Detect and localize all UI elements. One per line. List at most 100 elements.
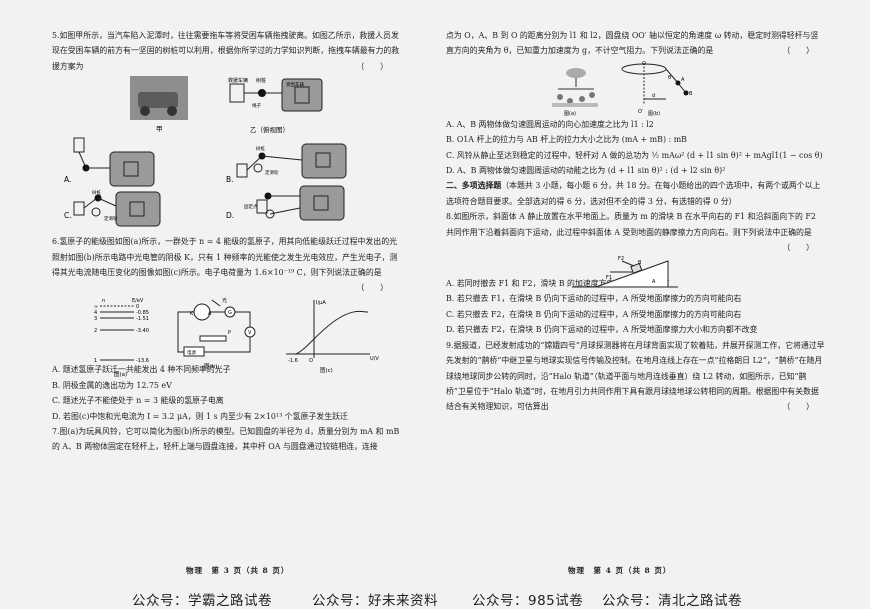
watermark-4: 公众号：清北之路试卷	[602, 593, 742, 609]
fig-c-xlabel: U/V	[370, 356, 379, 362]
label-stuck: 受困车辆	[286, 81, 304, 88]
wind-chime-illustration	[552, 67, 598, 107]
section-2-heading: 二、多项选择题（本题共 3 小题，每小题 6 分，共 18 分。在每小题给出的四…	[446, 178, 826, 209]
q9-stem: 9.据报道，已经发射成功的“嫦娥四号”月球探测器将在月球背面实现了软着陆，并展开…	[446, 338, 826, 415]
energy-levels: ∞04-0.853-1.512-3.401-13.6	[94, 304, 149, 364]
fig-jia-label: 甲	[156, 125, 163, 133]
q8-answer-paren: （ ）	[782, 243, 814, 253]
fig-b-label: 图(b)	[204, 362, 217, 370]
label-f1: F1	[606, 275, 612, 281]
label-rescue: 救援车辆	[228, 77, 248, 84]
q6-figure-svg: n E/eV ∞04-0.853-1.512-3.401-13.6 图(a) 光…	[94, 297, 379, 378]
energy-level-e: -0.85	[136, 310, 149, 316]
label-b: B	[689, 91, 693, 97]
q5-option-a: A.	[64, 175, 71, 184]
label-stump: 树桩	[256, 77, 266, 84]
q7-option-b: B. O1A 杆上的拉力与 AB 杆上的拉力大小之比为 (mA + mB) : …	[446, 135, 687, 145]
q8-figure: F2 B F1 A	[446, 240, 826, 288]
stuck-car-icon	[281, 78, 323, 112]
fig-c-stop-voltage: -1.6	[288, 358, 298, 364]
q5-answer-paren: （ ）	[356, 61, 388, 71]
q5-c-label-pulley: 定滑轮	[104, 215, 118, 222]
q5-b-label-pulley: 定滑轮	[265, 169, 279, 176]
q5-b-label-stump: 树桩	[256, 145, 265, 152]
energy-level-n: 3	[94, 316, 97, 322]
energy-level-n: 2	[94, 328, 97, 334]
q8-stem: 8.如图所示，斜面体 A 静止放置在水平地面上。质量为 m 的滑块 B 在水平向…	[446, 209, 826, 252]
q7-figure-svg: 图(a) O O′ d θ A B 图(b)	[552, 61, 693, 117]
galvanometer-icon	[224, 306, 236, 318]
q7-option-c: C. 风铃从静止至达到稳定的过程中，轻杆对 A 做的总功为 ½ mAω² (d …	[446, 150, 823, 160]
q8-option-b: B. 若只撤去 F1，在滑块 B 仍向下运动的过程中，A 所受地面摩擦力的方向可…	[446, 294, 742, 304]
energy-level-n: 1	[94, 358, 97, 364]
fig-7b-label: 图(b)	[648, 111, 660, 117]
label-incline-a: A	[652, 279, 656, 285]
q8-option-c: C. 若只撤去 F2，在滑块 B 仍向下运动的过程中，A 所受地面摩擦力的方向可…	[446, 309, 742, 319]
fig-yi-label: 乙（俯视图）	[250, 125, 289, 134]
energy-level-n: ∞	[94, 304, 98, 310]
label-block-b: B	[638, 260, 642, 266]
right-column: 点为 O，A、B 到 O 的距离分别为 l1 和 l2，圆盘绕 OO′ 轴以恒定…	[446, 28, 826, 415]
iu-curve	[295, 310, 369, 355]
q8-option-a: A. 若同时撤去 F1 和 F2，滑块 B 的加速度方向一定沿斜面向下	[446, 279, 670, 289]
watermark-2: 公众号：好未来资料	[312, 593, 438, 609]
axis-n: n	[102, 298, 105, 304]
fig-b-v: V	[248, 330, 252, 336]
rheostat-icon	[199, 335, 227, 342]
fig-b-source: 电源	[187, 349, 196, 356]
q7-stem: 7.图(a)为玩具风铃，它可以简化为图(b)所示的模型。已知圆盘的半径为 d，质…	[52, 427, 400, 452]
q8-figure-svg: F2 B F1 A	[572, 256, 678, 288]
fig-c-ylabel: I/μA	[316, 300, 326, 306]
q6-option-b: B. 阴极金属的逸出功为 12.75 eV	[52, 380, 172, 390]
q5-option-b: B.	[226, 175, 234, 184]
axis-e: E/eV	[132, 298, 144, 304]
fig-b-a: A	[208, 311, 212, 317]
q6-answer-paren: （ ）	[356, 283, 388, 293]
q6-stem: 6.氢原子的能级图如图(a)所示，一群处于 n = 4 能级的氢原子，用其向低能…	[52, 234, 400, 292]
fig-b-g: G	[228, 310, 232, 316]
energy-level-e: -3.40	[136, 328, 149, 334]
label-f2: F2	[618, 256, 624, 262]
voltmeter-icon	[244, 326, 256, 338]
watermark-1: 公众号：学霸之路试卷	[132, 593, 272, 609]
label-o-prime: O′	[638, 109, 644, 115]
label-a: A	[681, 77, 685, 83]
page-number-left: 物理 第 3 页（共 8 页）	[186, 566, 290, 575]
rod-oa	[665, 68, 679, 84]
label-d: d	[652, 93, 655, 99]
q5-stem: 5.如图甲所示，当汽车陷入泥潭时，往往需要拖车等将受困车辆拖拽驶离。如图乙所示，…	[52, 28, 400, 74]
incline-a	[595, 260, 669, 288]
q5-options: A. 树桩 定滑轮 B. 树桩 定滑轮 C.	[52, 136, 400, 234]
label-theta: θ	[668, 75, 671, 81]
q7-option-d: D. A、B 两物体做匀速圆周运动的动能之比为 (d + l1 sin θ)² …	[446, 166, 726, 176]
fig-b-p: P	[228, 330, 231, 336]
label-o: O	[642, 61, 646, 67]
fig-a-label: 图(a)	[114, 370, 127, 378]
energy-level-e: -1.51	[136, 316, 149, 322]
q5-option-d: D.	[226, 211, 234, 220]
section-2-desc: （本题共 3 小题，每小题 6 分，共 18 分。在每小题给出的四个选项中，有两…	[446, 181, 821, 206]
q6-option-c: C. 题述光子不能使处于 n = 3 能级的氢原子电离	[52, 396, 224, 406]
section-2-title: 二、多项选择题	[446, 181, 502, 191]
fig-7a-label: 图(a)	[564, 111, 576, 117]
q5-option-c: C.	[64, 211, 72, 220]
power-source-icon	[183, 346, 205, 357]
fig-b-light: 光	[222, 297, 227, 304]
q8-option-d: D. 若只撤去 F2，在滑块 B 仍向下运动的过程中，A 所受地面摩擦力大小和方…	[446, 325, 758, 335]
fig-c-label: 图(c)	[320, 366, 333, 374]
q5-c-label-stump: 树桩	[92, 189, 101, 196]
circuit	[177, 311, 251, 353]
phototube-icon	[193, 303, 211, 321]
q5-options-svg: A. 树桩 定滑轮 B. 树桩 定滑轮 C.	[64, 137, 347, 227]
mass-b-icon	[683, 90, 689, 96]
fig-c-origin: O	[309, 358, 313, 364]
label-rope: 绳子	[252, 102, 261, 109]
force-f2	[621, 261, 635, 267]
energy-level-e: -13.6	[136, 358, 149, 364]
page-number-right: 物理 第 4 页（共 8 页）	[568, 566, 672, 575]
q5-d-label-fixed: 固定点	[244, 203, 258, 210]
q7-continued-stem: 点为 O，A、B 到 O 的距离分别为 l1 和 l2，圆盘绕 OO′ 轴以恒定…	[446, 28, 826, 59]
rescue-car-icon	[229, 83, 245, 103]
q7-answer-paren: （ ）	[782, 46, 814, 56]
